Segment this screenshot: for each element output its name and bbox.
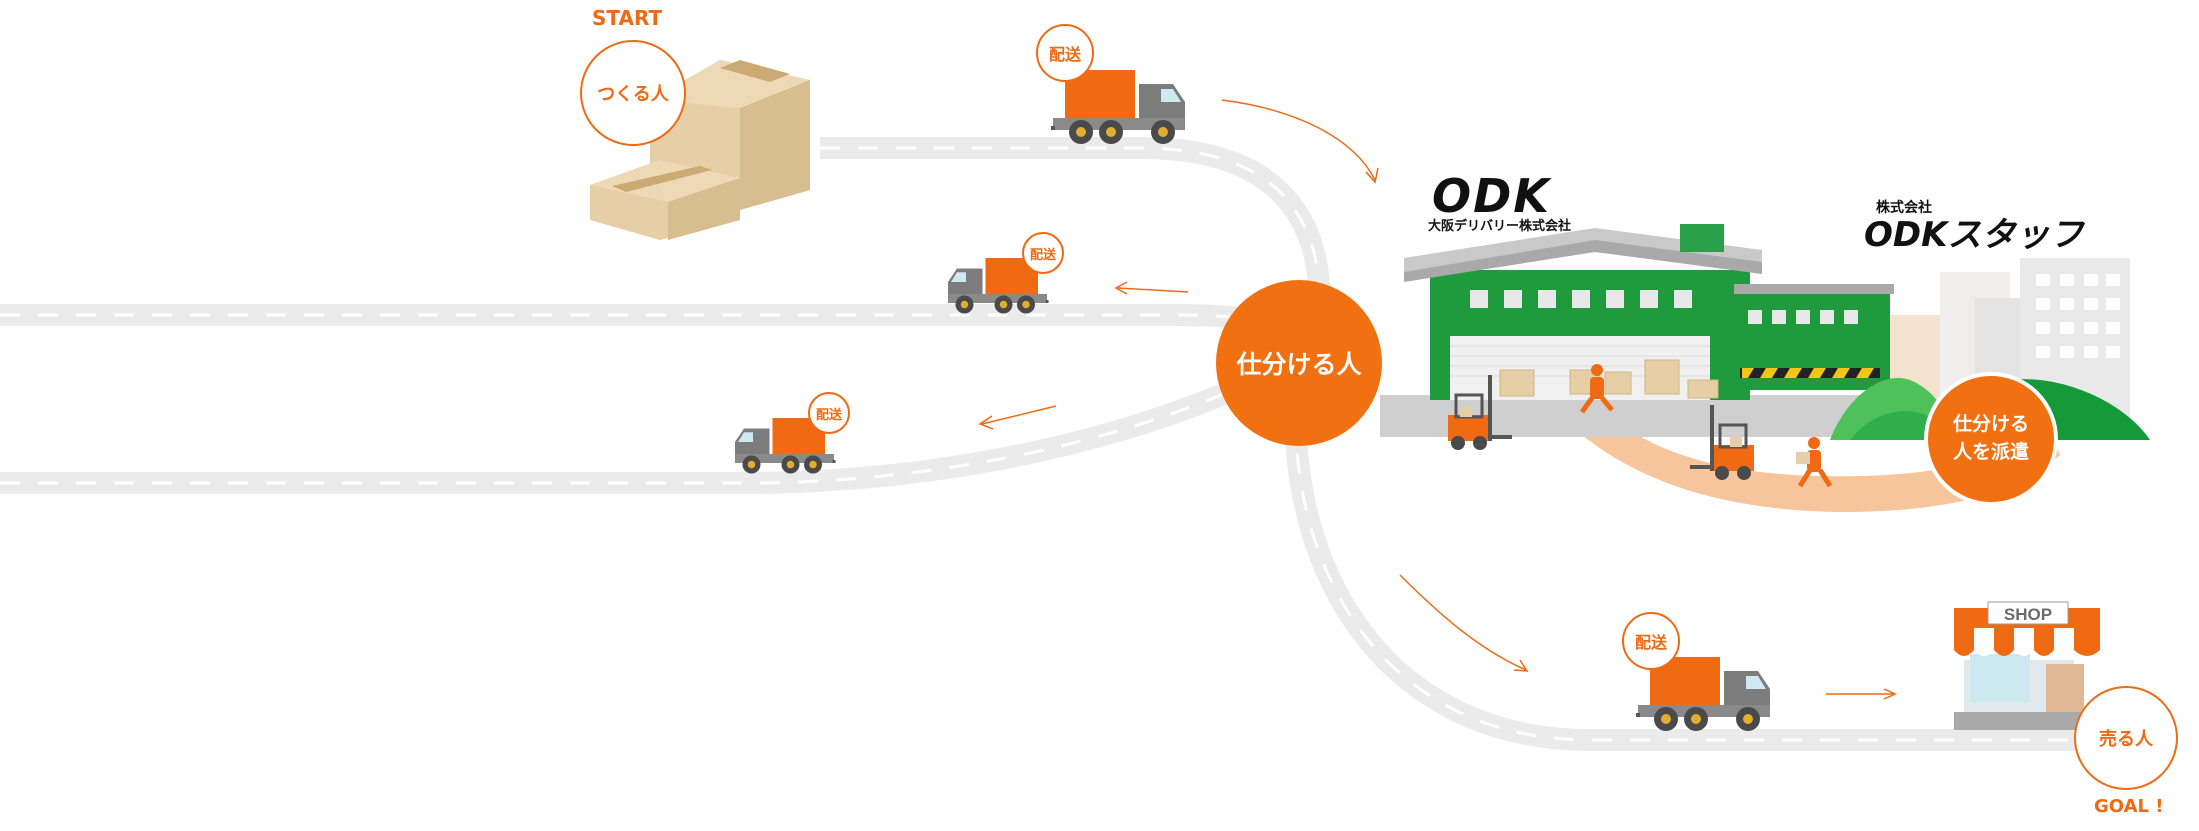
seller-circle: 売る人 — [2074, 686, 2178, 790]
arrow-icon — [1399, 574, 1529, 672]
arrow-icon — [978, 405, 1057, 430]
arrow-icon — [1114, 281, 1189, 295]
delivery-label: 配送 — [1029, 247, 1056, 263]
warehouse-icon — [1380, 224, 1900, 437]
delivery-badge: 配送 — [808, 392, 850, 434]
delivery-badge: 配送 — [1036, 24, 1094, 82]
sorter-label: 仕分ける人 — [1236, 350, 1362, 379]
odk-logo-sub: 大阪デリバリー株式会社 — [1428, 218, 1571, 234]
delivery-label: 配送 — [815, 407, 842, 423]
delivery-label: 配送 — [1634, 633, 1667, 652]
shop-sign-text: SHOP — [2004, 605, 2052, 624]
delivery-badge: 配送 — [1622, 612, 1680, 670]
sorter-circle: 仕分ける人 — [1216, 280, 1382, 446]
dispatch-circle: 仕分ける 人を派遣 — [1924, 372, 2058, 506]
odk-staff-main: ODKスタッフ — [1864, 215, 2085, 255]
delivery-badge: 配送 — [1022, 232, 1064, 274]
flow-arrows — [978, 99, 1897, 700]
arrow-icon — [1826, 688, 1897, 700]
start-label: START — [592, 6, 663, 30]
worker-icon — [1796, 437, 1833, 488]
goal-label: GOAL ! — [2094, 796, 2164, 817]
odk-logo-main: ODK — [1432, 169, 1552, 223]
delivery-label: 配送 — [1048, 45, 1081, 64]
dispatch-label-line2: 人を派遣 — [1952, 441, 2029, 463]
cardboard-box-icon — [590, 60, 810, 240]
maker-label: つくる人 — [597, 84, 669, 105]
dispatch-label-line1: 仕分ける — [1952, 413, 2029, 436]
shop-icon: SHOP — [1954, 601, 2100, 730]
arrow-icon — [1221, 99, 1379, 184]
odk-staff-prefix: 株式会社 — [1876, 199, 1932, 216]
seller-label: 売る人 — [2099, 729, 2153, 750]
maker-circle: つくる人 — [580, 40, 686, 146]
worker-icon — [1579, 364, 1614, 414]
odk-staff-logo: 株式会社 ODKスタッフ — [1864, 199, 2085, 255]
odk-logo: ODK 大阪デリバリー株式会社 — [1428, 169, 1571, 234]
warehouse-yard-path — [1550, 405, 2060, 512]
